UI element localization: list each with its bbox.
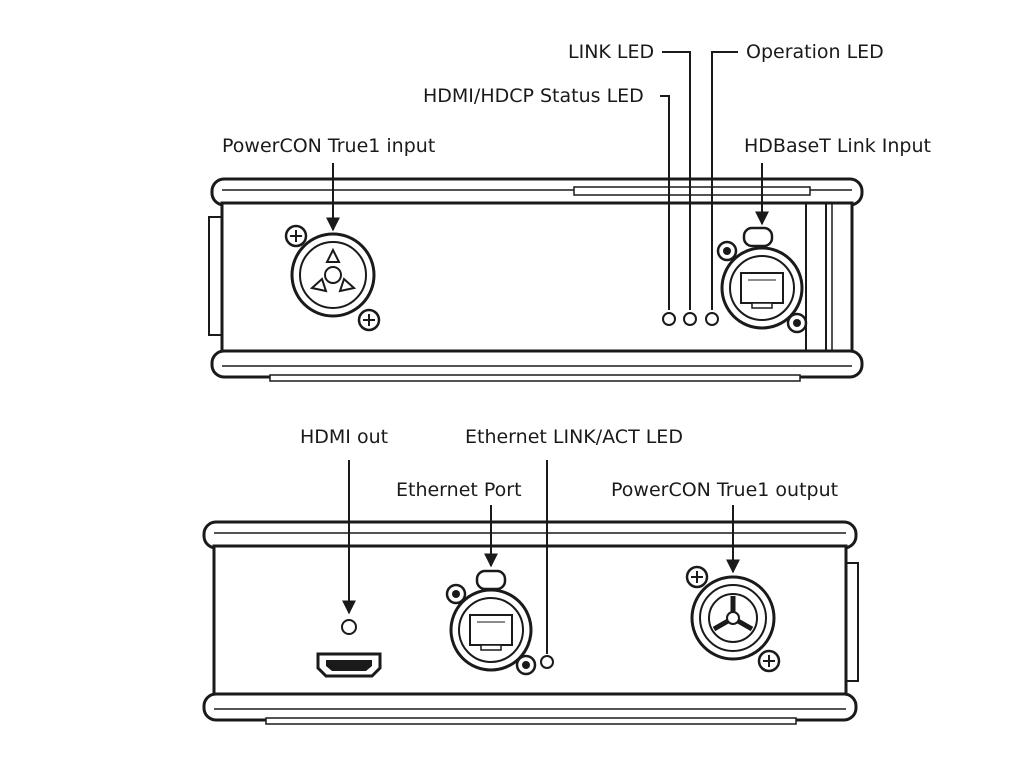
- operation-led-label: Operation LED: [746, 41, 884, 63]
- bottom-rail: [210, 349, 864, 379]
- hdmi-hdcp-status-led: [662, 312, 676, 326]
- operation-led-leader: [711, 51, 738, 310]
- top-device-panel: [208, 177, 864, 382]
- link-led-label: LINK LED: [568, 41, 654, 63]
- screw-icon: [685, 565, 709, 589]
- hdmi-out-label: HDMI out: [300, 426, 388, 448]
- screw-icon: [757, 649, 781, 673]
- screw-icon: [515, 654, 537, 676]
- hdbaset-rj45-connector: [716, 226, 808, 334]
- screw-icon: [284, 224, 308, 248]
- powercon-input-connector: [284, 224, 381, 332]
- top-callouts: PowerCON True1 input LINK LED Operation …: [222, 41, 931, 310]
- screw-icon: [716, 240, 738, 262]
- bottom-device-panel: [202, 520, 859, 725]
- screw-icon: [357, 308, 381, 332]
- link-led-leader: [662, 51, 691, 310]
- powercon-input-label: PowerCON True1 input: [222, 135, 435, 157]
- top-rail: [202, 520, 858, 550]
- ethernet-port-label: Ethernet Port: [396, 479, 522, 501]
- operation-led: [705, 312, 719, 326]
- hdmi-hdcp-led-label: HDMI/HDCP Status LED: [423, 85, 644, 107]
- screw-icon: [445, 583, 467, 605]
- bottom-callouts: HDMI out Ethernet LINK/ACT LED Ethernet …: [300, 426, 838, 654]
- powercon-output-label: PowerCON True1 output: [611, 479, 838, 501]
- link-led: [683, 312, 697, 326]
- hdmi-indicator-led: [341, 619, 357, 635]
- powercon-output-connector: [685, 565, 781, 673]
- ethernet-link-act-led: [540, 655, 554, 669]
- hdbaset-input-label: HDBaseT Link Input: [744, 135, 931, 157]
- ethernet-led-label: Ethernet LINK/ACT LED: [465, 426, 683, 448]
- hdmi-out-port: [316, 619, 382, 678]
- hdmi-hdcp-led-leader: [660, 95, 670, 310]
- screw-icon: [786, 312, 808, 334]
- bottom-rail: [202, 692, 858, 722]
- ethernet-rj45-connector: [445, 569, 537, 676]
